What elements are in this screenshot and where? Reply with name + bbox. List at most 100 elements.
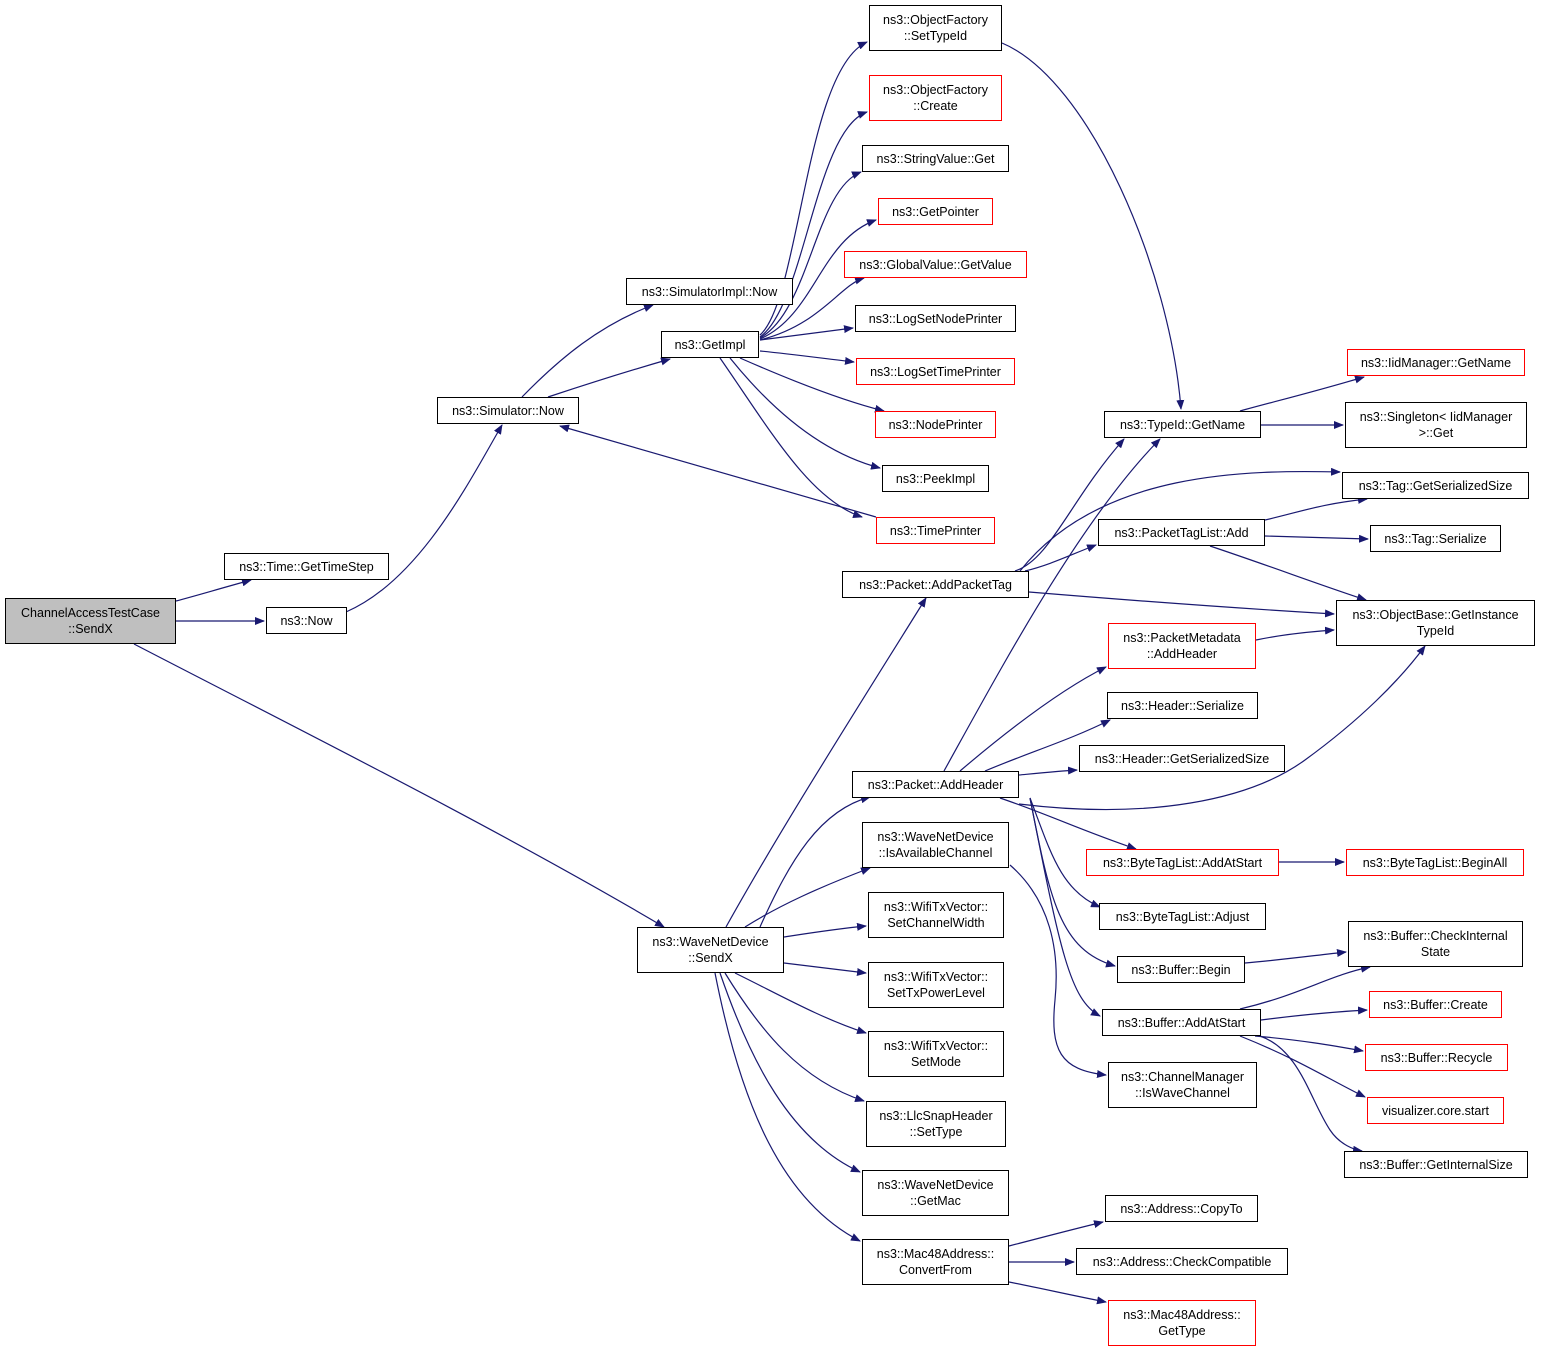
node-wifitxvector-setchannelwidth[interactable]: ns3::WifiTxVector:: SetChannelWidth <box>868 892 1004 938</box>
edge-getimpl-stringvalueget <box>759 171 862 339</box>
edge-bufferbegin-checkinternal <box>1244 949 1347 964</box>
node-typeid-getname[interactable]: ns3::TypeId::GetName <box>1104 411 1261 438</box>
edge-now-simnow <box>345 424 503 613</box>
node-nodeprinter[interactable]: ns3::NodePrinter <box>875 411 996 438</box>
edge-simnow-simimplnow <box>521 304 654 398</box>
node-objectfactory-settypeid[interactable]: ns3::ObjectFactory ::SetTypeId <box>869 5 1002 51</box>
node-wavenetdevice-getmac[interactable]: ns3::WaveNetDevice ::GetMac <box>862 1170 1009 1216</box>
edge-addheader-headerserialize <box>984 719 1111 772</box>
edge-getimpl-peekimpl <box>729 357 881 470</box>
node-buffer-checkinternalstate[interactable]: ns3::Buffer::CheckInternal State <box>1348 921 1523 967</box>
edge-addpackettag-taggetsize <box>1019 467 1341 572</box>
node-buffer-create[interactable]: ns3::Buffer::Create <box>1369 991 1502 1018</box>
node-wavenetdevice-isavailablechannel[interactable]: ns3::WaveNetDevice ::IsAvailableChannel <box>862 822 1009 868</box>
edge-addatstart-visualizer <box>1239 1035 1366 1098</box>
node-peekimpl[interactable]: ns3::PeekImpl <box>882 465 989 492</box>
edge-simnow-getimpl <box>547 357 671 398</box>
node-wifitxvector-settxpowerlevel[interactable]: ns3::WifiTxVector:: SetTxPowerLevel <box>868 962 1004 1008</box>
edge-addheader-btladdatstart <box>999 797 1137 850</box>
node-packetmetadata-addheader[interactable]: ns3::PacketMetadata ::AddHeader <box>1108 623 1256 669</box>
edge-getname-iidmanager <box>1239 375 1365 412</box>
node-buffer-recycle[interactable]: ns3::Buffer::Recycle <box>1365 1044 1508 1071</box>
node-buffer-begin[interactable]: ns3::Buffer::Begin <box>1117 956 1245 983</box>
node-packet-addheader[interactable]: ns3::Packet::AddHeader <box>852 771 1019 798</box>
node-logsetnodeprinter[interactable]: ns3::LogSetNodePrinter <box>855 305 1016 332</box>
edge-addheader-getinstance <box>1018 645 1426 811</box>
node-tag-serialize[interactable]: ns3::Tag::Serialize <box>1370 525 1501 552</box>
node-objectfactory-create[interactable]: ns3::ObjectFactory ::Create <box>869 75 1002 121</box>
node-channelaccesstestcase-sendx: ChannelAccessTestCase ::SendX <box>5 598 176 644</box>
edge-ptladd-tagserialize <box>1264 534 1369 543</box>
edge-getimpl-timeprinter <box>719 357 863 518</box>
node-simulatorimpl-now[interactable]: ns3::SimulatorImpl::Now <box>626 278 793 305</box>
edge-addatstart-recycle <box>1254 1035 1364 1054</box>
node-globalvalue-getvalue[interactable]: ns3::GlobalValue::GetValue <box>844 251 1027 278</box>
node-address-copyto[interactable]: ns3::Address::CopyTo <box>1105 1195 1258 1222</box>
node-llcsnapheader-settype[interactable]: ns3::LlcSnapHeader ::SetType <box>866 1101 1006 1147</box>
node-stringvalue-get[interactable]: ns3::StringValue::Get <box>862 145 1009 172</box>
edge-getimpl-logtime <box>759 350 855 365</box>
node-header-serialize[interactable]: ns3::Header::Serialize <box>1107 692 1258 719</box>
edge-addpackettag-getinstance <box>1028 591 1335 618</box>
node-visualizer-core-start[interactable]: visualizer.core.start <box>1367 1097 1504 1124</box>
edge-convertfrom-gettype <box>1008 1281 1107 1305</box>
node-buffer-addatstart[interactable]: ns3::Buffer::AddAtStart <box>1102 1009 1261 1036</box>
edge-wndsendx-setmode <box>734 972 867 1035</box>
edge-addpackettag-getname <box>1014 438 1125 572</box>
node-time-gettimestep[interactable]: ns3::Time::GetTimeStep <box>224 553 389 580</box>
node-header-getserializedsize[interactable]: ns3::Header::GetSerializedSize <box>1079 745 1285 772</box>
node-packet-addpackettag[interactable]: ns3::Packet::AddPacketTag <box>842 571 1029 598</box>
node-simulator-now[interactable]: ns3::Simulator::Now <box>437 397 579 424</box>
edge-root-wndsendx <box>133 643 665 928</box>
node-address-checkcompatible[interactable]: ns3::Address::CheckCompatible <box>1076 1248 1288 1275</box>
node-iidmanager-getname[interactable]: ns3::IidManager::GetName <box>1347 349 1525 376</box>
edge-ptladd-getinstance <box>1209 545 1367 602</box>
edge-wndsendx-convertfrom <box>714 972 861 1242</box>
edge-pmaddheader-getinstance <box>1255 626 1335 641</box>
edge-addpackettag-ptladd <box>1024 544 1097 572</box>
node-bytetaglist-addatstart[interactable]: ns3::ByteTagList::AddAtStart <box>1086 849 1279 876</box>
node-packettaglist-add[interactable]: ns3::PacketTagList::Add <box>1098 519 1265 546</box>
edge-wndsendx-getmac <box>719 972 861 1173</box>
edge-ptladd-taggetsize <box>1264 495 1368 521</box>
edge-getimpl-lognode <box>759 325 854 341</box>
node-timeprinter[interactable]: ns3::TimePrinter <box>876 517 995 544</box>
edge-isavailable-iswavechannel <box>1009 864 1107 1079</box>
node-tag-getserializedsize[interactable]: ns3::Tag::GetSerializedSize <box>1342 472 1529 499</box>
node-objectbase-getinstancetypeid[interactable]: ns3::ObjectBase::GetInstance TypeId <box>1336 600 1535 646</box>
node-mac48address-gettype[interactable]: ns3::Mac48Address:: GetType <box>1108 1300 1256 1346</box>
edge-getimpl-ofsettypeid <box>759 41 868 336</box>
node-singleton-iidmanager-get[interactable]: ns3::Singleton< IidManager >::Get <box>1345 402 1527 448</box>
edge-addheader-pmaddheader <box>959 666 1107 772</box>
node-mac48address-convertfrom[interactable]: ns3::Mac48Address:: ConvertFrom <box>862 1239 1009 1285</box>
node-now[interactable]: ns3::Now <box>266 607 347 634</box>
edge-addheader-bufferbegin <box>1029 797 1116 968</box>
edge-addheader-getname <box>943 438 1161 772</box>
edge-wndsendx-setchannelwidth <box>783 922 867 938</box>
node-getpointer[interactable]: ns3::GetPointer <box>878 198 993 225</box>
edge-getimpl-getpointer <box>759 219 877 340</box>
edge-addatstart-buffercreate <box>1260 1006 1368 1021</box>
edge-addheader-btladjust <box>1029 797 1101 908</box>
edge-wndsendx-isavailable <box>744 867 871 928</box>
edge-addheader-bufferaddatstart <box>1029 797 1101 1017</box>
edge-getimpl-globalvalue <box>759 276 865 341</box>
node-buffer-getinternalsize[interactable]: ns3::Buffer::GetInternalSize <box>1344 1151 1528 1178</box>
edge-wndsendx-addpackettag <box>725 597 927 928</box>
node-wifitxvector-setmode[interactable]: ns3::WifiTxVector:: SetMode <box>868 1031 1004 1077</box>
node-wavenetdevice-sendx[interactable]: ns3::WaveNetDevice ::SendX <box>637 927 784 973</box>
edge-wndsendx-settxpowerlevel <box>783 962 867 976</box>
edge-convertfrom-copyto <box>1008 1220 1104 1247</box>
node-channelmanager-iswavechannel[interactable]: ns3::ChannelManager ::IsWaveChannel <box>1108 1062 1257 1108</box>
edge-root-timegettimestep <box>175 578 252 602</box>
edge-getimpl-nodeprinter <box>739 357 885 413</box>
edge-getimpl-ofcreate <box>759 111 868 338</box>
edge-timeprinter-simnow <box>559 424 877 518</box>
node-bytetaglist-beginall[interactable]: ns3::ByteTagList::BeginAll <box>1346 849 1524 876</box>
node-logsettimeprinter[interactable]: ns3::LogSetTimePrinter <box>856 358 1015 385</box>
edge-addatstart-checkinternal <box>1239 964 1371 1010</box>
node-getimpl[interactable]: ns3::GetImpl <box>661 331 759 358</box>
node-bytetaglist-adjust[interactable]: ns3::ByteTagList::Adjust <box>1099 903 1266 930</box>
